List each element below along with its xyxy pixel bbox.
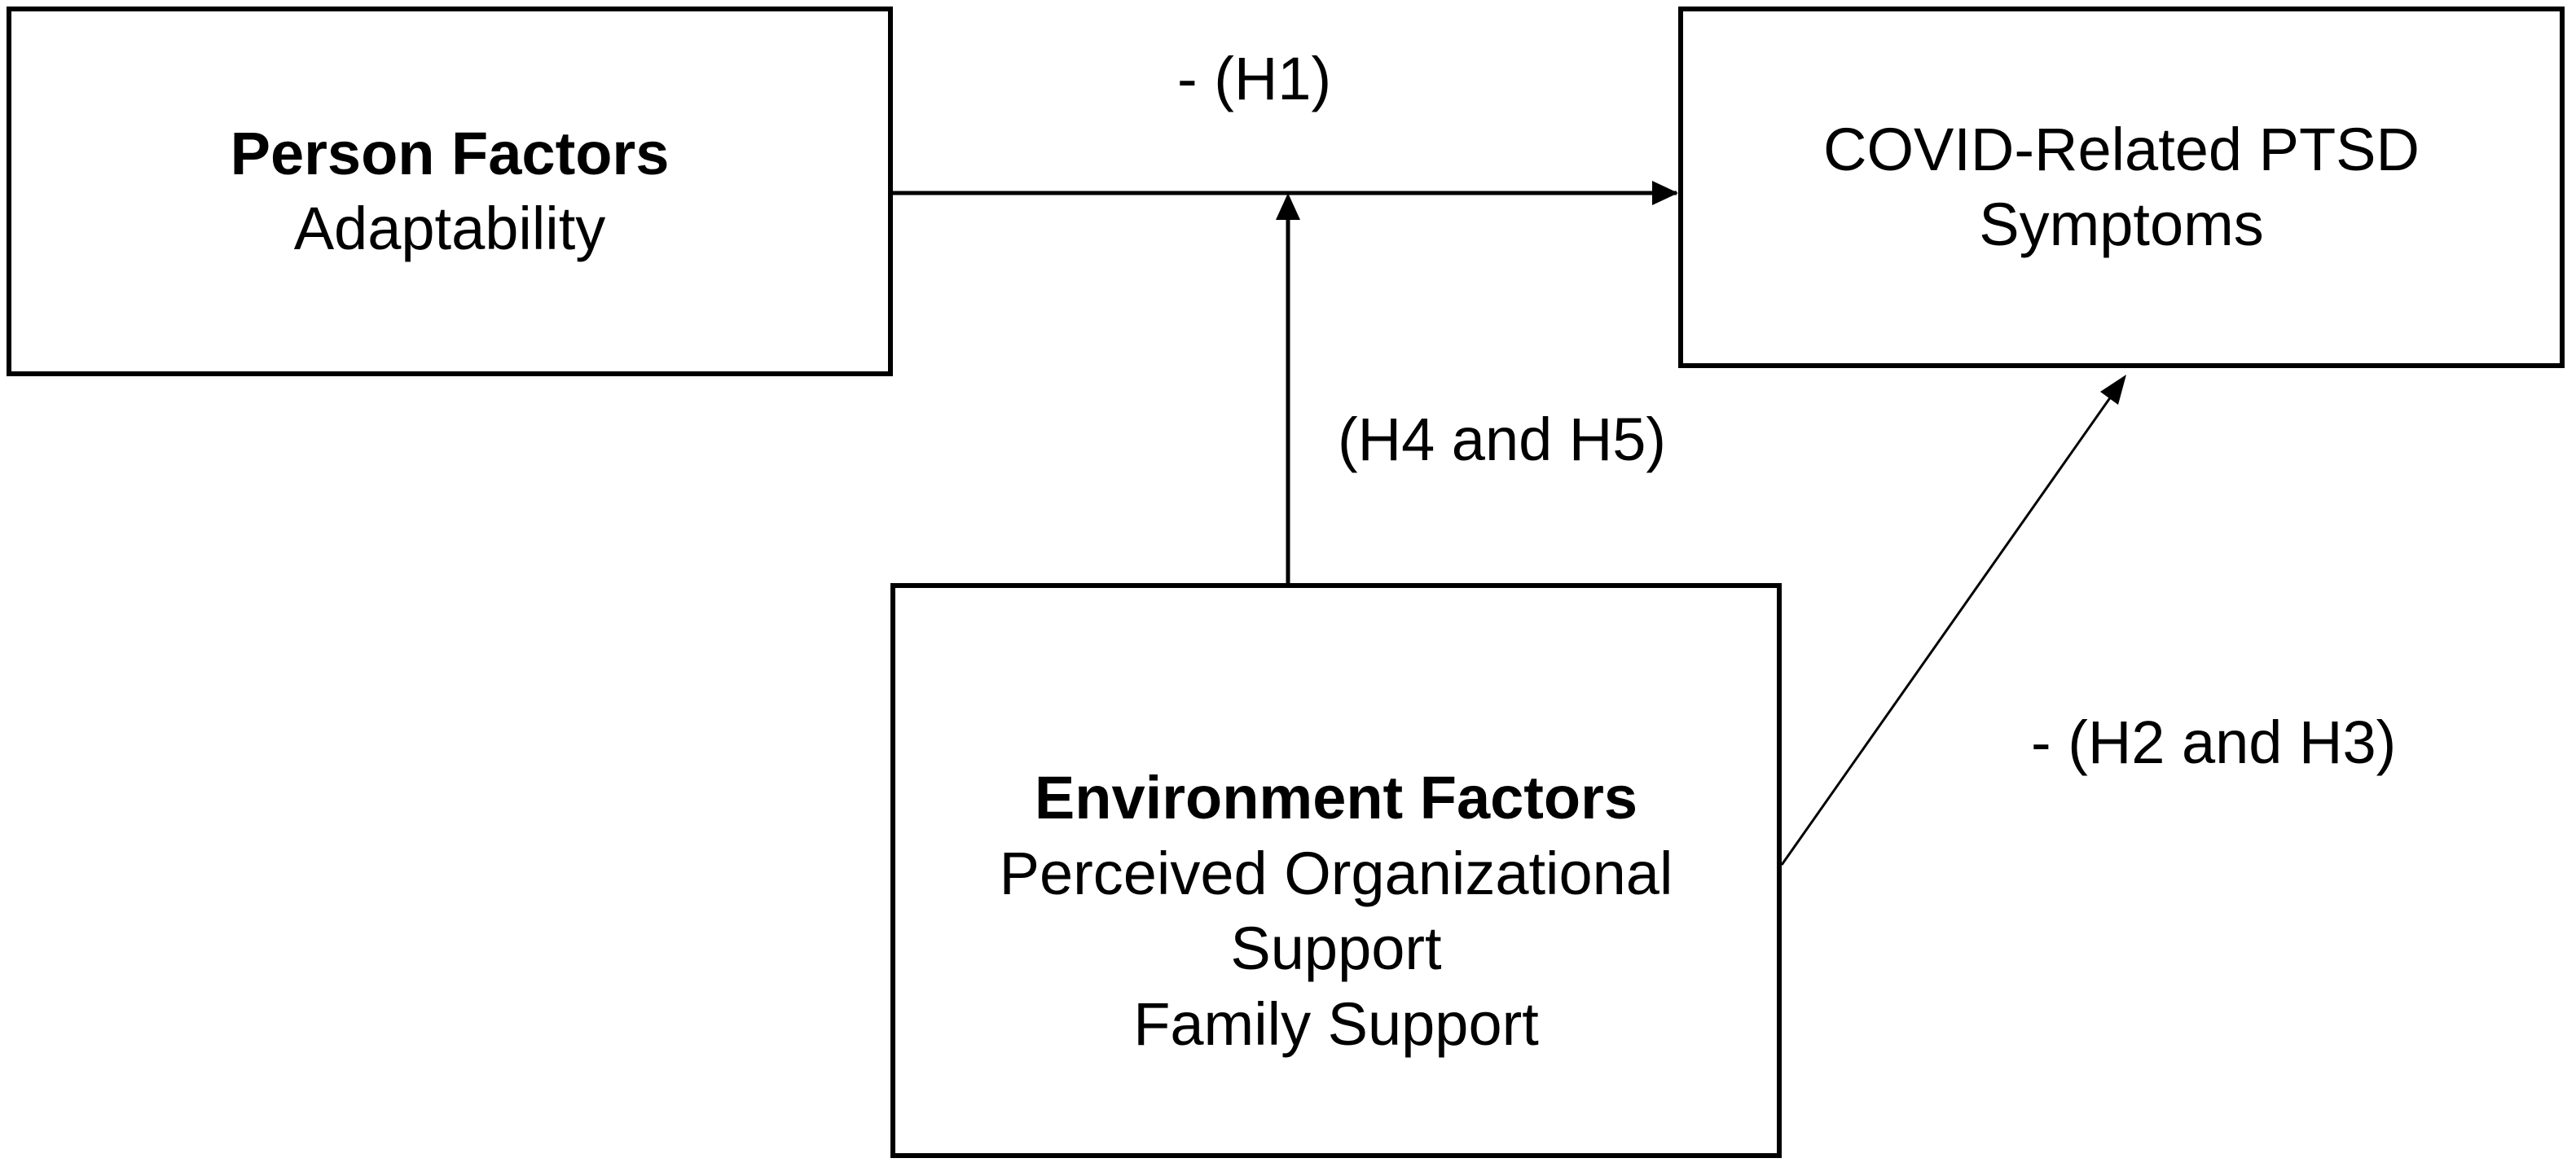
h2-h3-label: - (H2 and H3) (2031, 709, 2397, 776)
person-factors-box: Person Factors Adaptability (7, 7, 893, 376)
h2-h3-arrow (1780, 390, 2117, 866)
covid-ptsd-box: COVID-Related PTSD Symptoms (1678, 7, 2565, 368)
person-factors-title: Person Factors (230, 119, 670, 187)
covid-ptsd-line-2: Symptoms (1979, 191, 2264, 258)
h4-h5-label: (H4 and H5) (1338, 406, 1667, 473)
person-factors-adaptability: Adaptability (293, 195, 606, 262)
environment-factors-box: Environment Factors Perceived Organizati… (890, 583, 1782, 1158)
covid-ptsd-line-1: COVID-Related PTSD (1823, 115, 2420, 183)
environment-factors-line-1: Perceived Organizational (999, 839, 1673, 907)
environment-factors-line-2: Support (1230, 915, 1442, 982)
h4-h5-arrowhead (1276, 193, 1300, 220)
environment-factors-title: Environment Factors (1034, 764, 1638, 831)
h1-label: - (H1) (1177, 45, 1332, 112)
h1-arrowhead (1652, 181, 1678, 205)
h2-h3-arrowhead (2100, 375, 2126, 405)
environment-factors-line-3: Family Support (1133, 989, 1539, 1058)
